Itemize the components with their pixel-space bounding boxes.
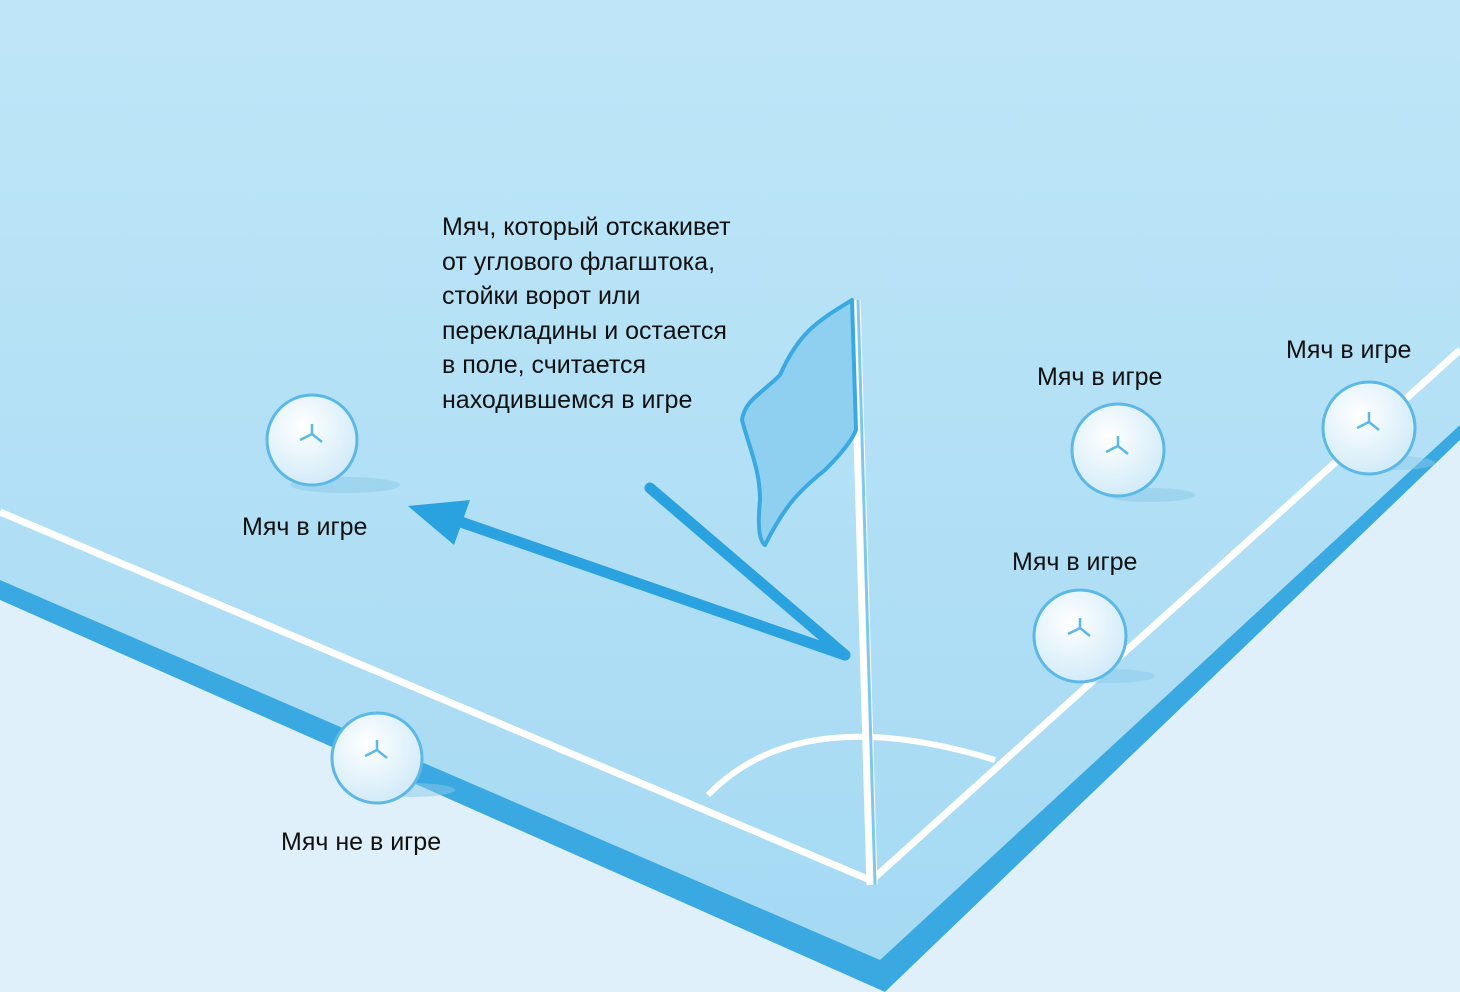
ball-lower-right-label: Мяч в игре	[1012, 548, 1138, 576]
corner-flag-icon	[740, 298, 878, 886]
ball-center-right-label: Мяч в игре	[1037, 363, 1163, 391]
ball-left-label: Мяч в игре	[242, 513, 368, 541]
touch-line	[0, 508, 872, 884]
annotation-line: Мяч, который отскакивет	[442, 213, 731, 241]
annotation-line: в поле, считается	[442, 351, 647, 379]
annotation-line: от углового флагштока,	[442, 247, 716, 276]
outside-right	[885, 440, 1460, 992]
ball-lower-right-icon	[1032, 588, 1155, 684]
ball-on-line-icon	[330, 711, 455, 805]
ball-on-line-label: Мяч не в игре	[281, 828, 442, 856]
annotation-rebound: Мяч, который отскакивет от углового флаг…	[442, 210, 731, 417]
ball-left-icon	[265, 393, 400, 493]
ball-far-right-icon	[1321, 380, 1435, 476]
corner-arc	[705, 733, 996, 798]
field-border-band	[0, 425, 1460, 992]
rebound-arrow-icon	[408, 482, 851, 661]
outside-bottom	[0, 600, 885, 992]
annotation-line: находившемся в игре	[442, 385, 693, 414]
ball-far-right-label: Мяч в игре	[1286, 336, 1412, 364]
annotation-line: стойки ворот или	[442, 282, 641, 310]
annotation-line: перекладины и остается	[442, 316, 727, 345]
ball-center-right-icon	[1070, 402, 1195, 502]
